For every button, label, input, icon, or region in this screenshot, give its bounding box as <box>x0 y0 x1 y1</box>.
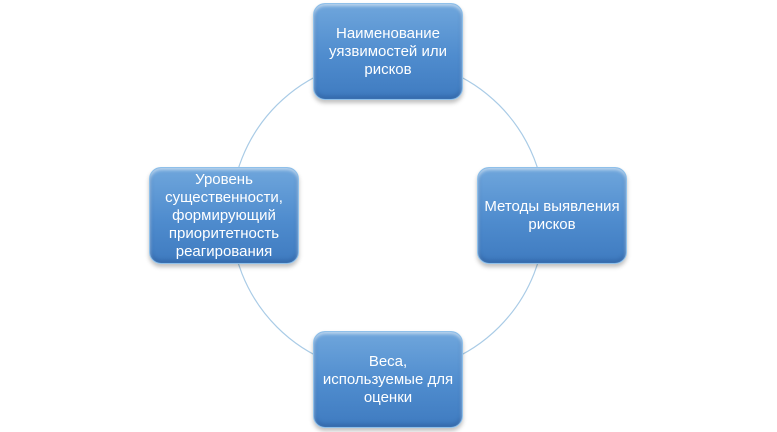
node-vulnerability-names: Наименование уязвимостей или рисков <box>313 3 463 100</box>
node-label: Веса, используемые для оценки <box>322 352 454 406</box>
node-materiality-level: Уровень существенности, формирующий прио… <box>149 167 299 264</box>
node-label: Методы выявления рисков <box>484 197 620 233</box>
node-label: Уровень существенности, формирующий прио… <box>165 170 283 260</box>
node-label: Наименование уязвимостей или рисков <box>329 24 447 78</box>
node-risk-detection-methods: Методы выявления рисков <box>477 167 627 264</box>
node-assessment-weights: Веса, используемые для оценки <box>313 331 463 428</box>
